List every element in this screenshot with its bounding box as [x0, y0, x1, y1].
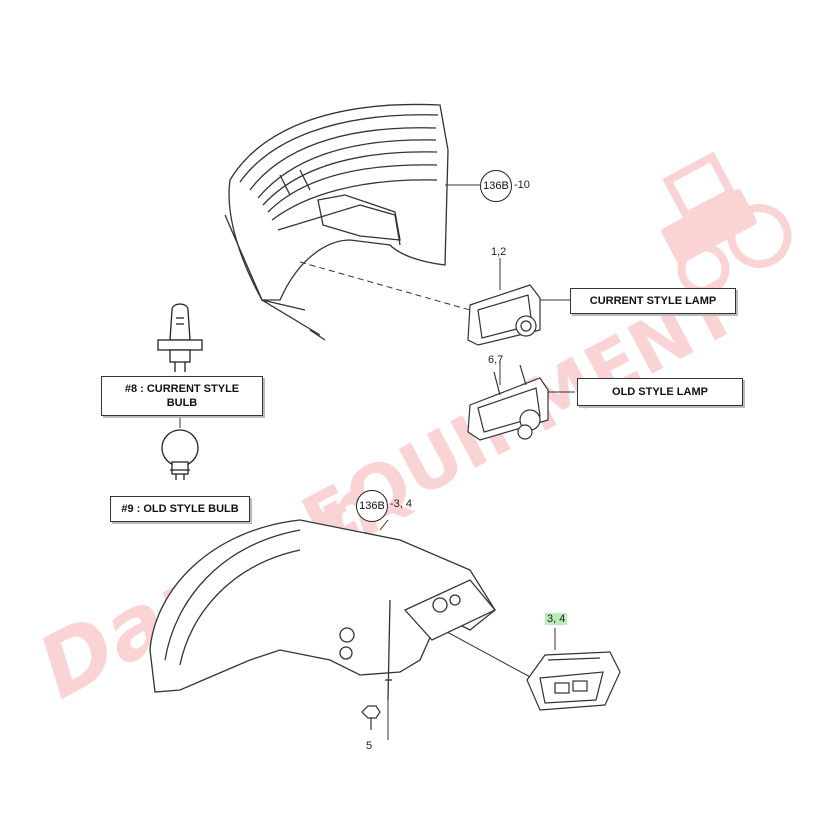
old-bulb-icon — [161, 429, 199, 480]
callout-current-style-bulb: #8 : CURRENT STYLE BULB — [101, 376, 263, 416]
ref-lamp-current: 1,2 — [491, 246, 507, 258]
callout-old-style-bulb: #9 : OLD STYLE BULB — [110, 496, 250, 522]
ref-circle-mid: 136B — [356, 490, 388, 522]
screw-part — [361, 705, 381, 730]
current-bulb-icon — [157, 303, 203, 372]
ref-screw: 5 — [366, 740, 373, 752]
ref-lamp-old: 6,7 — [488, 354, 504, 366]
rear-fender-part — [149, 519, 497, 701]
ref-suffix-top: -10 — [514, 179, 530, 191]
current-style-lamp — [467, 284, 541, 346]
rear-lamp-part — [526, 651, 621, 711]
callout-old-style-lamp: OLD STYLE LAMP — [577, 378, 743, 406]
hood-part — [224, 103, 449, 341]
callout-current-style-lamp: CURRENT STYLE LAMP — [570, 288, 736, 314]
old-style-lamp — [467, 364, 549, 441]
ref-rear-lamp: 3, 4 — [545, 613, 568, 625]
ref-circle-top: 136B — [480, 170, 512, 202]
ref-suffix-mid: -3, 4 — [390, 498, 413, 510]
